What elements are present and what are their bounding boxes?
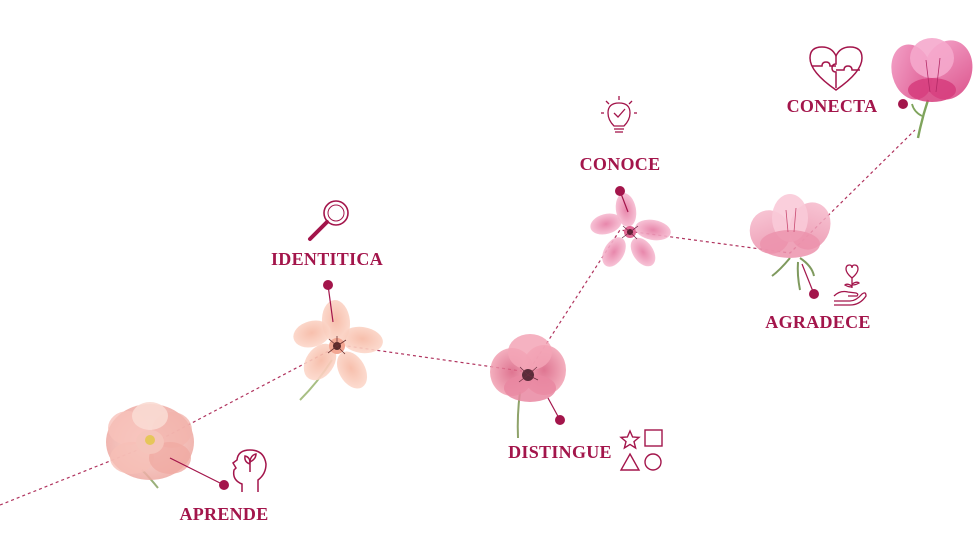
heart-puzzle-icon xyxy=(809,46,863,91)
lightbulb-icon xyxy=(601,96,637,133)
heart-hand-icon xyxy=(833,264,867,306)
label-identitica: IDENTITICA xyxy=(271,249,383,269)
conecta-marker xyxy=(898,99,908,109)
flower-distingue xyxy=(490,334,566,439)
aprende-marker xyxy=(219,480,229,490)
label-conecta: CONECTA xyxy=(787,96,878,116)
magnifier-icon xyxy=(308,200,349,241)
flower-conoce xyxy=(590,193,671,267)
head-plant-icon xyxy=(232,449,267,492)
flower-identitica xyxy=(293,300,383,401)
agradece-marker xyxy=(809,289,819,299)
flower-aprende xyxy=(106,402,194,489)
flower-conecta xyxy=(891,38,973,139)
identitica-marker xyxy=(323,280,333,290)
shapes-icon xyxy=(619,429,663,471)
flower-agradece xyxy=(749,194,831,291)
distingue-marker xyxy=(555,415,565,425)
label-distingue: DISTINGUE xyxy=(508,442,612,462)
conoce-marker xyxy=(615,186,625,196)
label-aprende: APRENDE xyxy=(179,504,268,524)
label-agradece: AGRADECE xyxy=(765,312,870,332)
label-conoce: CONOCE xyxy=(580,154,661,174)
